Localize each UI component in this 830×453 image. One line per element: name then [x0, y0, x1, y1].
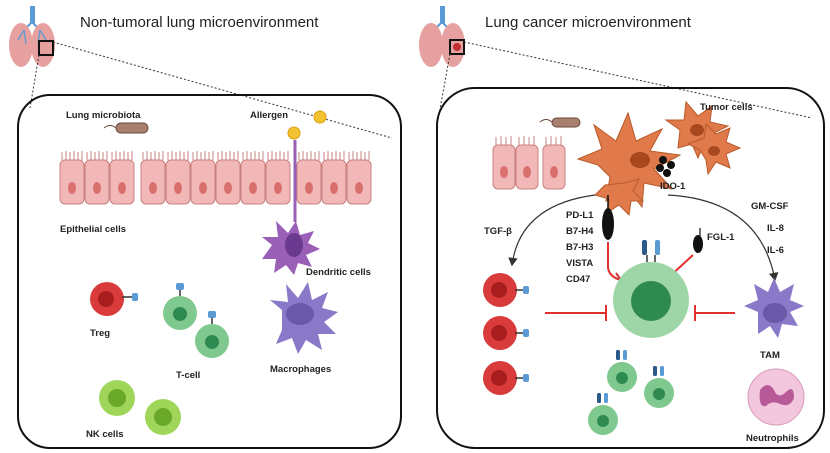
tam-icon	[744, 278, 804, 338]
allergen-label: Allergen	[250, 110, 288, 121]
dendritic-label: Dendritic cells	[306, 267, 371, 278]
nk-cell-icon	[99, 380, 135, 416]
cytokine-label-1: IL-8	[767, 223, 784, 234]
epithelial-fragment	[492, 136, 566, 190]
left-panel-frame	[17, 94, 402, 449]
right-panel: Lung cancer microenvironment	[419, 6, 825, 449]
macrophage-icon	[270, 282, 338, 354]
left-panel: Non-tumoral lung microenvironment	[9, 6, 402, 449]
checkpoint-label-0: PD-L1	[566, 210, 594, 221]
fgl1-label: FGL-1	[707, 232, 735, 243]
neutrophil-icon	[747, 368, 805, 426]
tam-label: TAM	[760, 350, 780, 361]
cytokine-label-2: IL-6	[767, 245, 784, 256]
allergen-icon	[287, 110, 327, 140]
macrophages-label: Macrophages	[270, 364, 331, 375]
right-panel-frame	[436, 87, 825, 449]
right-panel-title: Lung cancer microenvironment	[485, 14, 692, 31]
checkpoint-label-1: B7-H4	[566, 226, 594, 237]
tcell-label: T-cell	[176, 370, 200, 381]
tumor-nuclei	[630, 124, 720, 168]
t-cell-icon	[607, 350, 637, 392]
lung-icon-left	[9, 6, 55, 67]
epithelial-label: Epithelial cells	[60, 224, 126, 235]
tgf-label: TGF-β	[484, 226, 512, 237]
treg-label: Treg	[90, 328, 110, 339]
zoom-line	[437, 53, 451, 121]
epithelial-layer	[59, 151, 372, 205]
t-cell-icon	[163, 283, 197, 330]
ido-molecule-icon	[656, 156, 675, 177]
tumor-cells-icon	[576, 100, 742, 217]
arrow-to-treg	[508, 194, 596, 267]
arrow-to-tam	[667, 194, 779, 282]
tumor-label: Tumor cells	[700, 102, 753, 113]
t-cell-icon	[588, 393, 618, 435]
bacterium-icon	[103, 122, 149, 134]
cytokine-label-0: GM-CSF	[751, 201, 789, 212]
treg-cell-icon	[483, 273, 529, 307]
ido-label: IDO-1	[660, 181, 686, 192]
treg-cell-icon	[90, 282, 138, 316]
bacterium-icon	[539, 117, 581, 128]
checkpoint-label-3: VISTA	[566, 258, 593, 269]
neutrophils-label: Neutrophils	[746, 433, 799, 444]
zoom-line	[52, 41, 393, 139]
t-cell-icon	[195, 311, 229, 358]
lung-icon-right	[419, 6, 465, 67]
zoom-line	[29, 54, 40, 109]
t-cell-icon	[644, 366, 674, 408]
checkpoint-label-4: CD47	[566, 274, 590, 285]
microbiota-label: Lung microbiota	[66, 110, 141, 121]
treg-cell-icon	[483, 361, 529, 395]
effector-t-cell-icon	[613, 240, 689, 338]
left-panel-title: Non-tumoral lung microenvironment	[80, 14, 319, 31]
fgl1-icon	[693, 228, 703, 253]
nk-label: NK cells	[86, 429, 124, 440]
zoom-line	[463, 41, 813, 119]
treg-cell-icon	[483, 316, 529, 350]
dendritic-cell-icon	[262, 140, 320, 275]
nk-cell-icon	[145, 399, 181, 435]
checkpoint-label-2: B7-H3	[566, 242, 593, 253]
checkpoint-ligand-icon	[602, 195, 614, 240]
